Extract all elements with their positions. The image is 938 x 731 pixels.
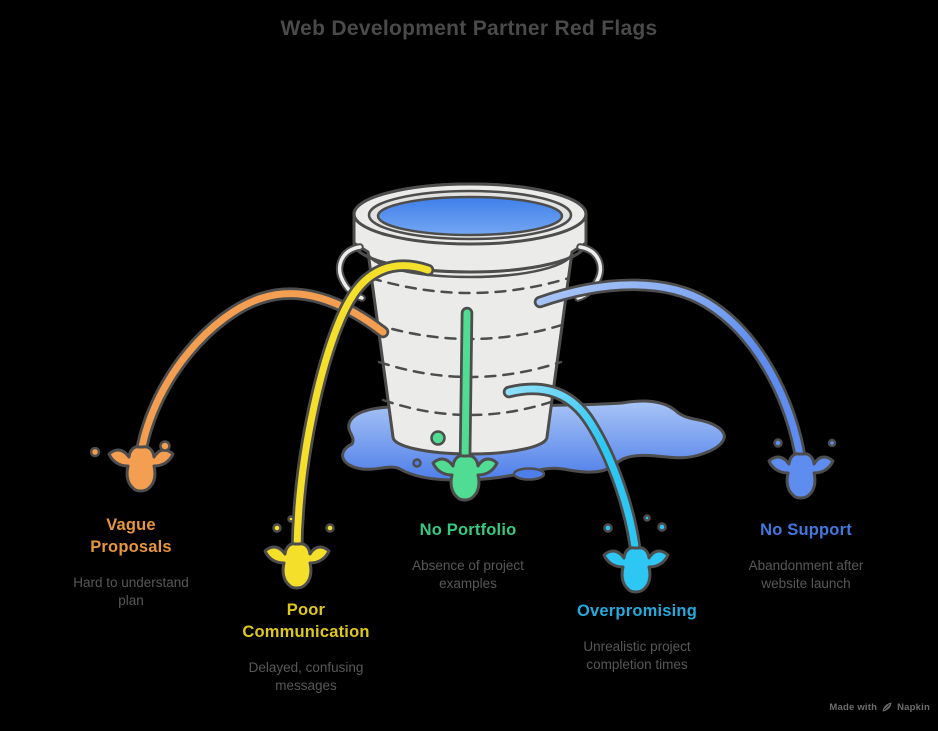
watermark: Made with Napkin	[829, 701, 930, 713]
flag-title: No Support	[760, 521, 852, 539]
diagram-title: Web Development Partner Red Flags	[280, 17, 658, 40]
droplets-vague-proposals	[89, 440, 171, 458]
droplets-overpromising	[603, 514, 667, 533]
stream-vague-proposals	[134, 287, 390, 459]
watermark-prefix: Made with	[829, 701, 878, 713]
flag-description: Delayed, confusing messages	[248, 660, 364, 693]
flag-title: No Portfolio	[419, 521, 517, 539]
watermark-brand: Napkin	[897, 701, 930, 713]
splash-overpromising	[602, 546, 670, 594]
puddle-blob	[512, 467, 546, 481]
stream-overpromising	[502, 382, 643, 563]
napkin-logo-icon	[882, 702, 892, 712]
splash-no-support	[767, 452, 835, 500]
bucket-shoulder-line	[366, 250, 574, 279]
flag-title: Poor Communication	[242, 601, 370, 641]
stream-no-support	[533, 278, 808, 469]
flag-vague-proposals: Vague Proposals Hard to understand plan	[73, 514, 189, 609]
flag-title: Vague Proposals	[90, 516, 172, 556]
flag-overpromising: Overpromising Unrealistic project comple…	[577, 600, 697, 673]
splash-vague-proposals	[107, 445, 175, 493]
flag-title: Overpromising	[577, 602, 697, 620]
droplets-no-support	[773, 438, 837, 448]
stream-poor-communication	[290, 259, 435, 559]
flag-description: Hard to understand plan	[73, 575, 189, 608]
puddle-droplet	[412, 458, 422, 468]
flag-poor-communication: Poor Communication Delayed, confusing me…	[242, 599, 369, 694]
flag-no-portfolio: No Portfolio Absence of project examples	[412, 519, 524, 592]
flag-description: Absence of project examples	[412, 558, 524, 591]
flag-no-support: No Support Abandonment after website lau…	[749, 519, 864, 592]
flag-description: Unrealistic project completion times	[583, 639, 691, 672]
water-surface	[376, 195, 564, 237]
bucket-rim-lower-edge	[352, 241, 588, 274]
flag-description: Abandonment after website launch	[748, 558, 864, 591]
stream-no-portfolio	[458, 306, 474, 471]
leak-hole	[430, 430, 446, 446]
splash-poor-communication	[263, 542, 331, 590]
droplets-poor-communication	[272, 515, 335, 533]
